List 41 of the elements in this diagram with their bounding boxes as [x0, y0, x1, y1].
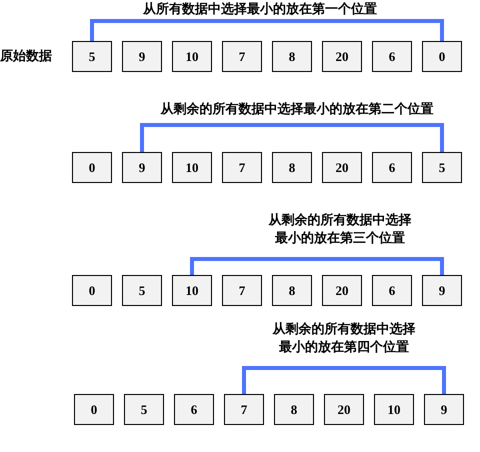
value-box: 9	[122, 152, 162, 183]
value-box: 5	[72, 41, 112, 72]
edge-label: 从剩余的所有数据中选择最小的放在第二个位置	[159, 100, 434, 118]
value-box: 6	[372, 275, 412, 306]
edge-label: 从所有数据中选择最小的放在第一个位置	[142, 0, 378, 18]
value-box: 10	[172, 152, 212, 183]
value-box: 9	[422, 275, 462, 306]
value-box: 8	[272, 41, 312, 72]
value-box: 5	[422, 152, 462, 183]
edge-label: 从剩余的所有数据中选择最小的放在第三个位置	[267, 211, 412, 247]
value-box: 8	[274, 394, 314, 425]
value-box: 0	[72, 152, 112, 183]
value-box: 6	[372, 152, 412, 183]
row-label: 原始数据	[0, 47, 52, 65]
value-box: 10	[172, 275, 212, 306]
bracket-connector	[190, 257, 444, 275]
value-box: 0	[72, 275, 112, 306]
value-box: 7	[224, 394, 264, 425]
value-box: 20	[322, 41, 362, 72]
value-box: 7	[222, 41, 262, 72]
value-box: 9	[424, 394, 464, 425]
edge-label: 从剩余的所有数据中选择最小的放在第四个位置	[271, 320, 416, 356]
value-box: 6	[174, 394, 214, 425]
value-box: 0	[422, 41, 462, 72]
bracket-connector	[90, 19, 444, 41]
value-box: 9	[122, 41, 162, 72]
value-box: 20	[322, 152, 362, 183]
value-box: 7	[222, 152, 262, 183]
value-box: 20	[324, 394, 364, 425]
bracket-connector	[242, 366, 446, 394]
value-box: 6	[372, 41, 412, 72]
value-box: 7	[222, 275, 262, 306]
value-box: 5	[122, 275, 162, 306]
value-box: 20	[322, 275, 362, 306]
bracket-connector	[140, 123, 444, 152]
value-box: 10	[374, 394, 414, 425]
value-box: 10	[172, 41, 212, 72]
value-box: 5	[124, 394, 164, 425]
value-box: 8	[272, 275, 312, 306]
value-box: 0	[74, 394, 114, 425]
value-box: 8	[272, 152, 312, 183]
